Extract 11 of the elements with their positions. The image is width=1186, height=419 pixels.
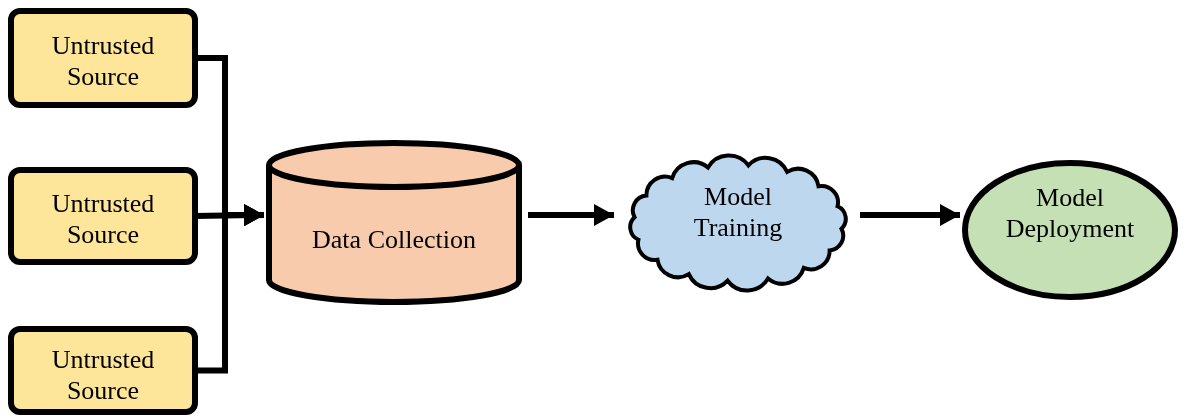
source-box: [8, 167, 198, 265]
node-label: Untrusted Source: [50, 30, 156, 92]
node-label: Model Deployment: [1004, 182, 1136, 244]
node-label: Untrusted Source: [50, 344, 156, 406]
source-box: [8, 326, 198, 415]
node-label: Untrusted Source: [50, 188, 156, 250]
arrow: [528, 204, 614, 226]
node-label: Model Training: [692, 181, 784, 243]
source-box: [8, 8, 198, 108]
arrow: [860, 204, 960, 226]
node-label: Data Collection: [311, 224, 477, 255]
